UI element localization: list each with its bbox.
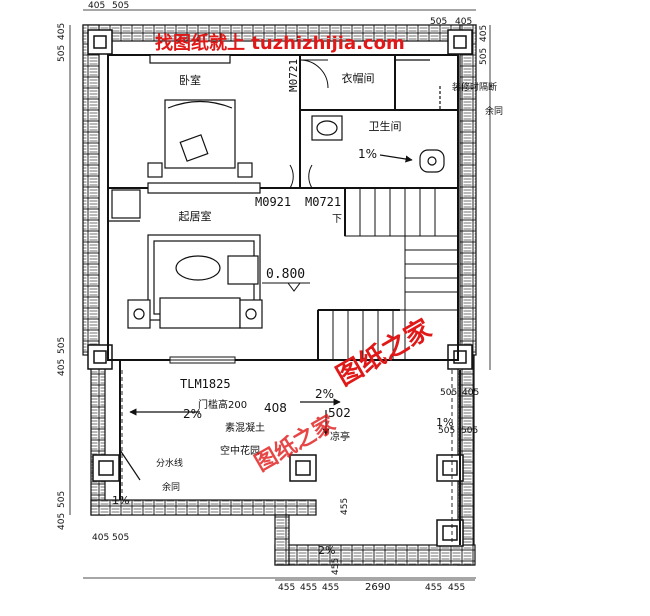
elevation-marker [287, 282, 301, 292]
note-same-1: 余同 [485, 105, 503, 117]
dim-bottom-left-2: 505 [112, 533, 129, 543]
dim-bottom-4: 2690 [365, 582, 390, 593]
living-furniture [108, 189, 263, 329]
pillars [87, 29, 473, 547]
dim-bottom-3: 455 [322, 583, 339, 593]
stair-down-label: 下 [332, 214, 342, 225]
elevation-label: 0.800 [266, 267, 305, 282]
note-partition: 装修时隔断 [452, 81, 497, 93]
dimension-lines [69, 9, 491, 581]
dim-right-mid-2: 405 [462, 388, 479, 398]
doors [169, 59, 329, 364]
bath-fixtures [311, 59, 445, 173]
slope-garden-1: 2% [183, 407, 202, 421]
door-label-m0921: M0921 [255, 195, 291, 209]
dim-left-bottom-2: 505 [57, 491, 67, 508]
room-closet: 衣帽间 [342, 71, 375, 85]
room-garden: 空中花园 [220, 444, 260, 457]
room-pavilion: 凉亭 [330, 430, 350, 443]
dim-top-right-1: 505 [430, 17, 447, 27]
dim-left-top-2: 405 [57, 23, 67, 40]
dim-left-mid-2: 505 [57, 337, 67, 354]
slope-bottom-left: 1% [112, 494, 129, 507]
dim-top-left-1: 405 [88, 1, 105, 11]
watermark-stamp-1: 图纸之家 [331, 313, 437, 392]
note-same-2: 余同 [162, 481, 180, 493]
dim-left-mid-1: 405 [57, 359, 67, 376]
dim-left-bottom-1: 405 [57, 513, 67, 530]
note-watershed: 分水线 [156, 457, 183, 469]
room-bedroom: 卧室 [179, 73, 201, 87]
dim-bottom-2: 455 [300, 583, 317, 593]
slope-right: 1% [436, 416, 453, 429]
dim-408: 408 [264, 401, 287, 415]
parapet-tiles [82, 24, 477, 566]
dim-455-mid: 455 [340, 498, 350, 515]
dim-top-left-2: 505 [112, 1, 129, 11]
watershed-lines [121, 370, 453, 545]
dim-right-top-1: 505 [479, 48, 489, 65]
dim-bottom-left-1: 405 [92, 533, 109, 543]
dim-455-b: 455 [331, 558, 341, 575]
dim-bottom-5: 455 [425, 583, 442, 593]
stairs [317, 187, 459, 361]
slope-arrows [119, 154, 413, 481]
door-label-m0721-a: M0721 [287, 59, 300, 92]
slope-garden-2: 2% [315, 387, 334, 401]
dim-502: 502 [328, 406, 351, 420]
slope-bottom: 2% [318, 544, 335, 557]
dim-bottom-1: 455 [278, 583, 295, 593]
sill-height-label: 门槛高200 [198, 398, 247, 411]
dim-bottom-6: 455 [448, 583, 465, 593]
window-label: TLM1825 [180, 377, 231, 391]
bed [147, 54, 261, 194]
dim-top-right-2: 405 [455, 17, 472, 27]
slope-bath: 1% [358, 147, 377, 161]
room-living: 起居室 [179, 209, 212, 223]
dim-right-inner-2: 505 [461, 426, 478, 436]
dim-right-inner-1: 505 [438, 426, 455, 436]
dim-right-mid-1: 505 [440, 388, 457, 398]
door-label-m0721-b: M0721 [305, 195, 341, 209]
dim-right-top-2: 405 [479, 25, 489, 42]
dim-left-top-1: 505 [57, 45, 67, 62]
room-bathroom: 卫生间 [369, 119, 402, 133]
watermark-top: 找图纸就上 tuzhizhijia.com [155, 32, 405, 54]
note-concrete: 素混凝土 [225, 421, 265, 434]
